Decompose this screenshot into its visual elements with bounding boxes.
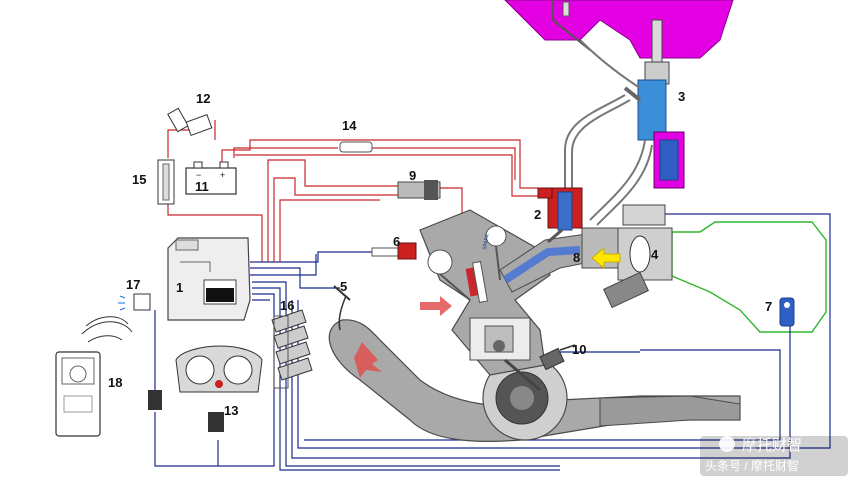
injector bbox=[537, 187, 583, 244]
instrument-cluster bbox=[175, 345, 263, 432]
oxygen-sensor bbox=[539, 344, 576, 371]
callout-17: 17 bbox=[126, 277, 140, 292]
callout-10: 10 bbox=[572, 342, 586, 357]
watermark-credit: 头条号 / 摩托财智 bbox=[705, 458, 799, 473]
fuel-tank bbox=[504, 0, 734, 59]
battery: − + bbox=[185, 161, 237, 195]
map-sensor bbox=[371, 242, 417, 260]
callout-9: 9 bbox=[409, 168, 416, 183]
fuel-lines bbox=[564, 39, 653, 226]
fuel-pump-relay bbox=[397, 180, 441, 200]
fuel-pump bbox=[623, 19, 685, 189]
callout-7: 7 bbox=[765, 299, 772, 314]
callout-13: 13 bbox=[224, 403, 238, 418]
svg-text:SPARK: SPARK bbox=[482, 233, 491, 251]
callout-4: 4 bbox=[651, 247, 659, 262]
watermark-brand: 摩托财智 bbox=[742, 436, 802, 454]
watermark: 摩托财智 头条号 / 摩托财智 bbox=[700, 436, 848, 476]
spark-plug: SPARK bbox=[465, 233, 491, 303]
battery-minus-label: − bbox=[196, 170, 201, 180]
ecu bbox=[167, 237, 251, 321]
fuse-14 bbox=[339, 141, 373, 153]
callout-14: 14 bbox=[342, 118, 357, 133]
diagnostic-plug bbox=[148, 390, 162, 410]
engine-assembly bbox=[328, 204, 741, 442]
power-harness bbox=[167, 120, 538, 262]
callout-6: 6 bbox=[393, 234, 400, 249]
ignition-coil bbox=[271, 309, 313, 389]
diagnostic-connector bbox=[118, 293, 151, 311]
callout-3: 3 bbox=[678, 89, 685, 104]
callout-8: 8 bbox=[573, 250, 580, 265]
temperature-sensor bbox=[333, 285, 351, 331]
ignition-switch bbox=[167, 107, 213, 136]
callout-1: 1 bbox=[176, 280, 183, 295]
fuse bbox=[157, 159, 175, 205]
air-temp-sensor bbox=[779, 297, 795, 327]
callout-12: 12 bbox=[196, 91, 210, 106]
callout-15: 15 bbox=[132, 172, 146, 187]
air-box bbox=[671, 221, 827, 333]
diagnostic-tool bbox=[55, 351, 101, 437]
wireless-waves bbox=[81, 316, 133, 343]
battery-plus-label: + bbox=[220, 170, 225, 180]
callout-5: 5 bbox=[340, 279, 347, 294]
callout-16: 16 bbox=[280, 298, 294, 313]
callout-11: 11 bbox=[195, 179, 209, 194]
callout-2: 2 bbox=[534, 207, 541, 222]
callout-18: 18 bbox=[108, 375, 122, 390]
